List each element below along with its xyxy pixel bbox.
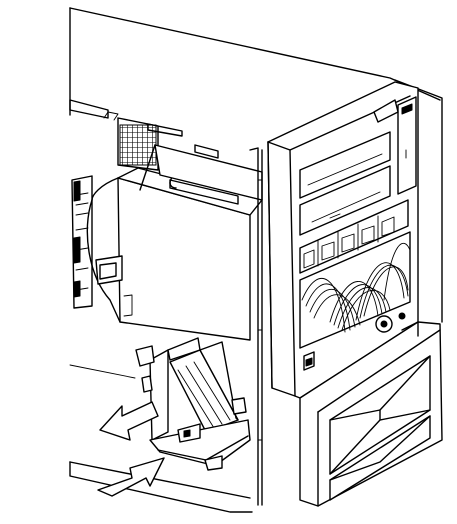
floppy-drive [397, 96, 417, 195]
cable-ribbons [299, 231, 411, 349]
front-bezel [267, 81, 419, 399]
arrow-push-right-icon [97, 457, 165, 497]
rear-panel [69, 99, 183, 171]
card-retainer [135, 337, 251, 471]
drive-bay-1 [299, 131, 391, 199]
arrow-slide-left-icon [99, 401, 159, 441]
lower-bezel [299, 321, 443, 507]
power-led-icon [398, 312, 406, 320]
adapter-card [71, 175, 93, 309]
divider-wall [249, 147, 263, 506]
drive-cage [86, 144, 263, 341]
